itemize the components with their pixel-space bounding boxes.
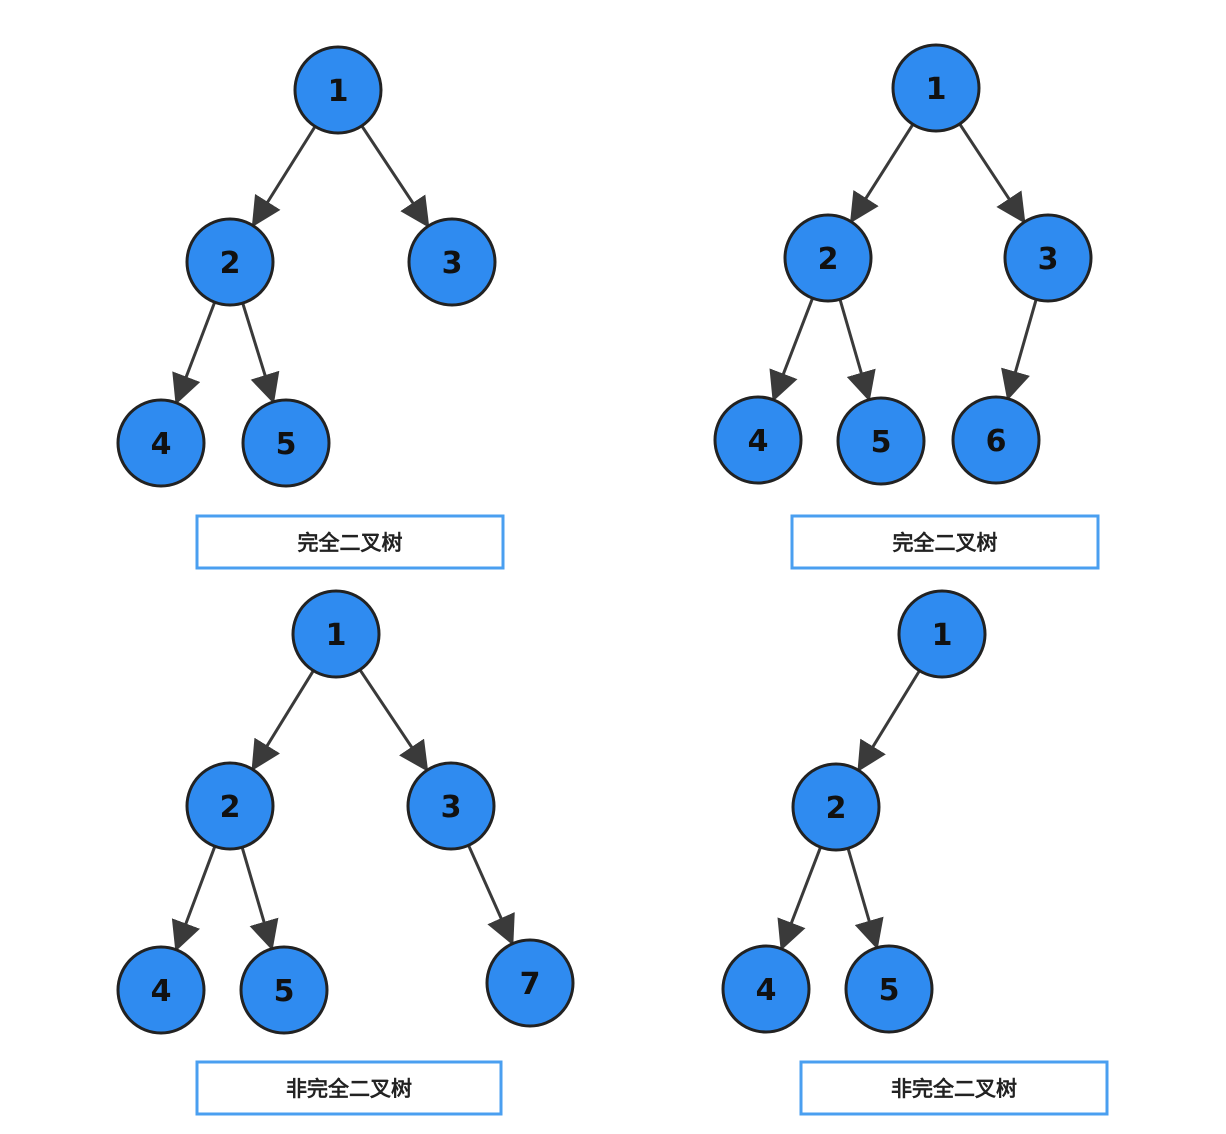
tree-node: 2 xyxy=(783,213,873,303)
tree-node: 1 xyxy=(291,589,381,679)
node-circle xyxy=(891,43,981,133)
node-label: 5 xyxy=(879,973,900,1008)
edge-1-to-3 xyxy=(958,123,1026,224)
caption-border xyxy=(790,514,1100,570)
edge-2-to-5 xyxy=(241,303,280,404)
edge-2-to-5 xyxy=(846,848,884,950)
node-circle xyxy=(951,395,1041,485)
node-label: 2 xyxy=(220,246,241,281)
node-label: 3 xyxy=(1038,242,1059,277)
tree-node: 1 xyxy=(293,45,383,135)
edge-1-to-2 xyxy=(849,124,914,224)
node-label: 1 xyxy=(926,72,947,107)
tree-node: 3 xyxy=(407,217,497,307)
edge-1-to-3 xyxy=(361,125,430,228)
node-circle xyxy=(844,944,934,1034)
caption-box: 完全二叉树 xyxy=(790,514,1100,570)
edge-1-to-2 xyxy=(857,670,921,773)
node-label: 5 xyxy=(871,425,892,460)
tree-node: 4 xyxy=(721,944,811,1034)
tree-node: 7 xyxy=(485,938,575,1028)
node-circle xyxy=(485,938,575,1028)
node-label: 2 xyxy=(826,791,847,826)
node-circle xyxy=(116,398,206,488)
node-label: 5 xyxy=(274,974,295,1009)
caption-text: 完全二叉树 xyxy=(893,531,998,555)
caption-box: 非完全二叉树 xyxy=(799,1060,1109,1116)
node-label: 4 xyxy=(151,974,172,1009)
node-circle xyxy=(116,945,206,1035)
tree-node: 3 xyxy=(406,761,496,851)
node-label: 1 xyxy=(328,74,349,109)
caption-border xyxy=(195,514,505,570)
node-circle xyxy=(185,217,275,307)
tree-node: 5 xyxy=(836,396,926,486)
tree-node: 2 xyxy=(791,762,881,852)
node-circle xyxy=(241,398,331,488)
node-circle xyxy=(406,761,496,851)
tree-node: 2 xyxy=(185,761,275,851)
tree-node: 5 xyxy=(844,944,934,1034)
edge-1-to-2 xyxy=(251,126,316,228)
node-label: 2 xyxy=(818,242,839,277)
caption-text: 非完全二叉树 xyxy=(286,1077,412,1101)
edge-1-to-2 xyxy=(251,670,315,772)
node-circle xyxy=(291,589,381,679)
node-circle xyxy=(836,396,926,486)
node-label: 4 xyxy=(756,973,777,1008)
node-label: 4 xyxy=(748,424,769,459)
node-circle xyxy=(897,589,987,679)
node-label: 1 xyxy=(932,618,953,653)
caption-text: 完全二叉树 xyxy=(298,531,403,555)
node-label: 5 xyxy=(276,427,297,462)
tree-node: 6 xyxy=(951,395,1041,485)
node-label: 1 xyxy=(326,618,347,653)
edge-2-to-5 xyxy=(240,847,279,951)
node-label: 6 xyxy=(986,424,1007,459)
tree-node: 3 xyxy=(1003,213,1093,303)
edge-3-to-6 xyxy=(1001,299,1038,401)
tree-node: 4 xyxy=(116,398,206,488)
node-circle xyxy=(293,45,383,135)
tree-node: 4 xyxy=(713,395,803,485)
node-circle xyxy=(791,762,881,852)
caption-border xyxy=(195,1060,503,1116)
node-circle xyxy=(721,944,811,1034)
node-label: 2 xyxy=(220,790,241,825)
node-circle xyxy=(239,945,329,1035)
edge-2-to-5 xyxy=(838,299,876,402)
tree-node: 1 xyxy=(891,43,981,133)
tree-node: 5 xyxy=(241,398,331,488)
node-label: 3 xyxy=(441,790,462,825)
edge-2-to-4 xyxy=(171,846,216,952)
caption-text: 非完全二叉树 xyxy=(891,1077,1017,1101)
node-circle xyxy=(783,213,873,303)
tree-node: 5 xyxy=(239,945,329,1035)
node-circle xyxy=(1003,213,1093,303)
tree-node: 2 xyxy=(185,217,275,307)
node-label: 4 xyxy=(151,427,172,462)
edge-3-to-7 xyxy=(467,845,515,946)
edge-2-to-4 xyxy=(769,298,814,402)
tree-node: 1 xyxy=(897,589,987,679)
node-circle xyxy=(407,217,497,307)
node-label: 3 xyxy=(442,246,463,281)
caption-box: 非完全二叉树 xyxy=(195,1060,503,1116)
node-circle xyxy=(185,761,275,851)
node-circle xyxy=(713,395,803,485)
caption-box: 完全二叉树 xyxy=(195,514,505,570)
edge-2-to-4 xyxy=(777,847,822,951)
edge-1-to-3 xyxy=(359,669,429,772)
caption-border xyxy=(799,1060,1109,1116)
edge-2-to-4 xyxy=(172,302,216,405)
node-label: 7 xyxy=(520,967,541,1002)
tree-node: 4 xyxy=(116,945,206,1035)
